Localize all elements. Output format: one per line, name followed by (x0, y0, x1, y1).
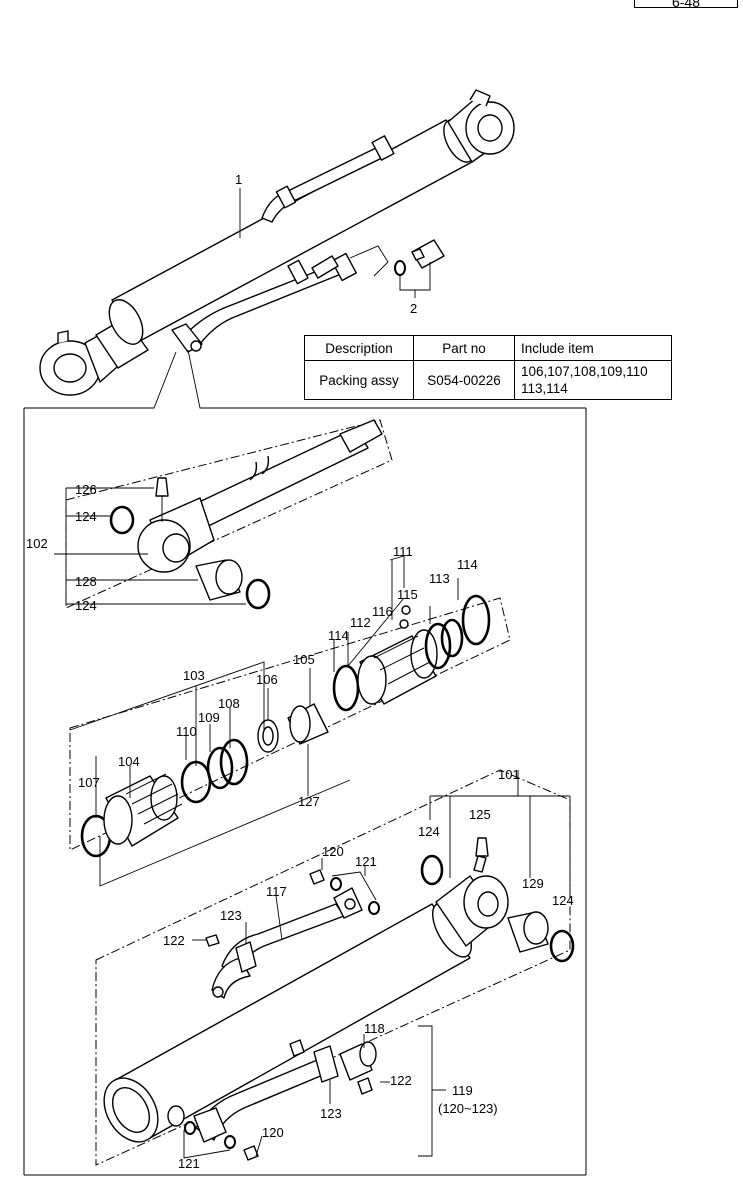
label-122b: 122 (390, 1073, 412, 1088)
header-description: Description (304, 335, 414, 361)
label-113: 113 (429, 571, 450, 586)
include-item-line-1: 106,107,108,109,110 (521, 364, 648, 379)
cell-part-no: S054-00226 (413, 360, 515, 400)
label-112: 112 (350, 615, 371, 630)
label-103: 103 (183, 668, 205, 683)
label-118: 118 (364, 1021, 385, 1036)
label-101: 101 (498, 767, 520, 782)
label-121b: 121 (178, 1156, 200, 1171)
label-119: 119 (452, 1083, 473, 1098)
header-part-no: Part no (413, 335, 515, 361)
label-120b: 120 (262, 1125, 284, 1140)
callout-labels: 1 2 126 124 102 128 124 111 113 114 115 … (26, 172, 574, 1171)
label-122a: 122 (163, 933, 185, 948)
header-include-item: Include item (514, 335, 672, 361)
table-row: Packing assy S054-00226 106,107,108,109,… (304, 360, 672, 400)
label-111: 111 (393, 544, 413, 559)
packing-assy-table: Description Part no Include item Packing… (304, 335, 672, 400)
fitting-item-2 (349, 239, 445, 298)
label-116: 116 (372, 604, 393, 619)
piston-packing-set (69, 555, 511, 887)
detail-frame (23, 408, 587, 1176)
table-header-row: Description Part no Include item (304, 335, 672, 361)
page-number-tab: 6-48 (634, 0, 738, 10)
label-126: 126 (75, 482, 97, 497)
label-123a: 123 (220, 908, 242, 923)
label-124d: 124 (552, 893, 574, 908)
piston-rod-assembly (54, 419, 393, 610)
label-108: 108 (218, 696, 240, 711)
label-109: 109 (198, 710, 220, 725)
label-114b: 114 (457, 557, 478, 572)
cylinder-tube-assembly (95, 769, 575, 1166)
label-124c: 124 (418, 824, 440, 839)
include-item-line-2: 113,114 (521, 381, 568, 396)
label-104: 104 (118, 754, 140, 769)
label-117: 117 (266, 884, 287, 899)
label-128: 128 (75, 574, 97, 589)
label-125: 125 (469, 807, 491, 822)
label-110: 110 (176, 724, 197, 739)
label-121a: 121 (355, 854, 377, 869)
label-127: 127 (298, 794, 320, 809)
label-123b: 123 (320, 1106, 342, 1121)
label-106: 106 (256, 672, 278, 687)
cylinder-assembly (39, 89, 515, 396)
label-2: 2 (410, 301, 417, 316)
label-107: 107 (78, 775, 100, 790)
label-102: 102 (26, 536, 48, 551)
label-124b: 124 (75, 598, 97, 613)
label-105: 105 (293, 652, 315, 667)
label-129: 129 (522, 876, 544, 891)
label-119-range: (120~123) (438, 1101, 498, 1116)
label-120a: 120 (322, 844, 344, 859)
label-1: 1 (235, 172, 242, 187)
cell-description: Packing assy (304, 360, 414, 400)
cell-include-item: 106,107,108,109,110 113,114 (514, 360, 672, 400)
label-124a: 124 (75, 509, 97, 524)
label-115: 115 (397, 587, 418, 602)
label-114a: 114 (328, 628, 349, 643)
